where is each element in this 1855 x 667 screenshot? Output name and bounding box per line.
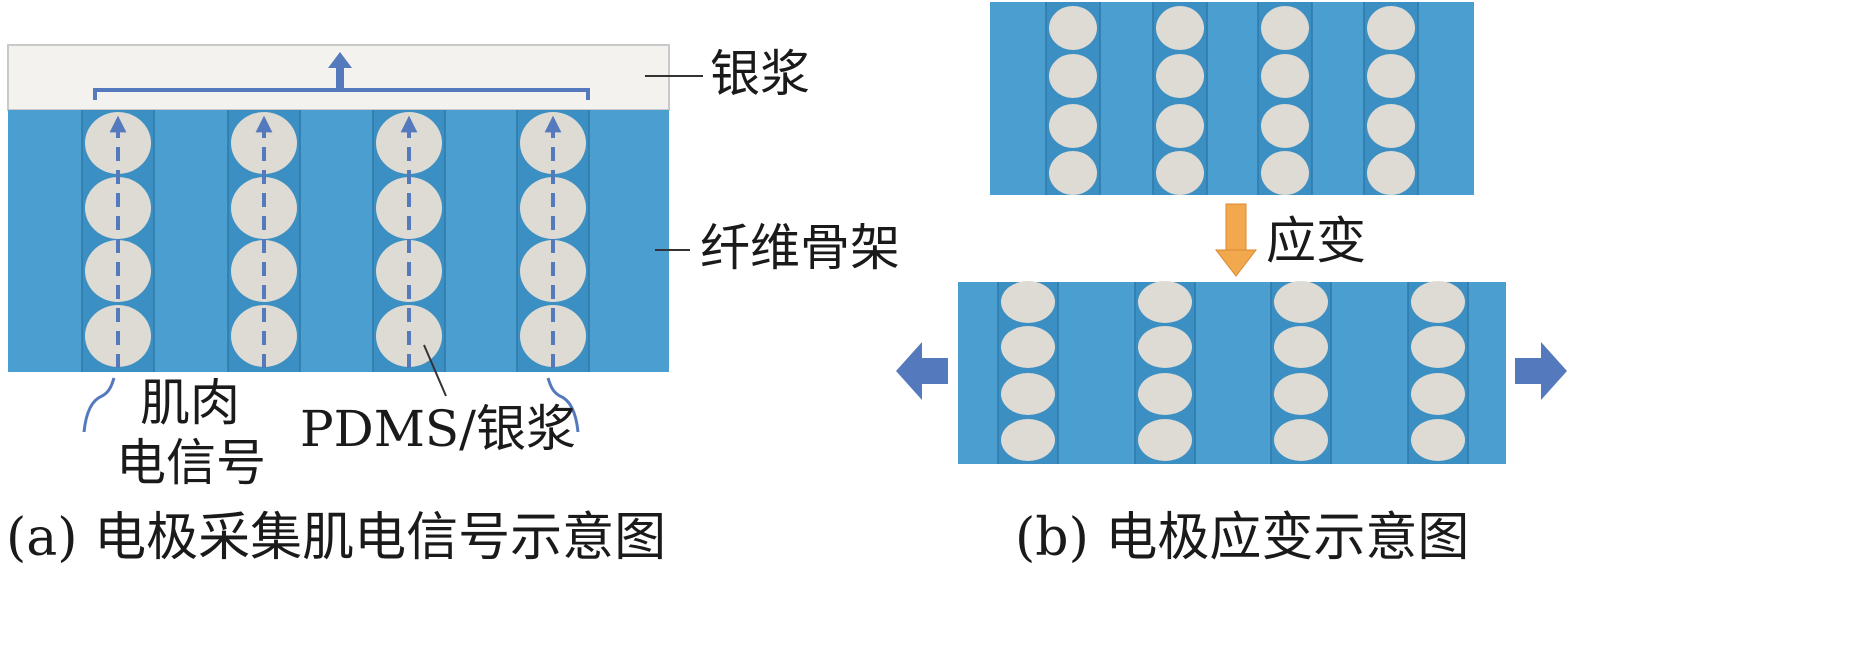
silver-particle [1001, 326, 1055, 368]
column-1 [997, 281, 1059, 464]
silver-particle [1156, 6, 1204, 50]
silver-particle [1367, 151, 1415, 195]
silver-paste-label: 银浆 [710, 45, 810, 103]
column-1 [1045, 2, 1101, 195]
silver-particle [1138, 281, 1192, 323]
muscle-signal-wave-left [82, 377, 116, 433]
column-3 [1270, 281, 1332, 464]
silver-particle [231, 112, 297, 174]
silver-particle [1001, 373, 1055, 415]
silver-particle [376, 177, 442, 239]
pdms-silver-label: PDMS/银浆 [300, 400, 576, 458]
column-1 [81, 110, 155, 372]
muscle-signal-label-line1: 肌肉 [140, 374, 240, 432]
panel-a: 银浆 纤维骨架 肌肉 电信号 PDMS/银浆 (a) 电极采集肌电信号示意图 [6, 44, 900, 568]
silver-particle [1367, 54, 1415, 98]
silver-particle [1411, 281, 1465, 323]
column-2 [1152, 2, 1208, 195]
silver-particle [376, 112, 442, 174]
silver-particle [1261, 6, 1309, 50]
silver-particle [1367, 104, 1415, 148]
column-4 [516, 110, 590, 372]
silver-particle [1049, 151, 1097, 195]
panel-b: 应变 (b) 电极应变示意图 [896, 2, 1567, 568]
silver-particle [85, 177, 151, 239]
column-2 [227, 110, 301, 372]
panel-a-caption: (a) 电极采集肌电信号示意图 [6, 508, 666, 568]
silver-particle [231, 177, 297, 239]
silver-particle [1156, 104, 1204, 148]
column-3 [372, 110, 446, 372]
collector-up-arrow [328, 52, 352, 90]
stretch-right-arrow [1515, 342, 1567, 400]
fiber-skeleton-label: 纤维骨架 [700, 219, 900, 277]
pdms-silver-columns [81, 110, 590, 372]
silver-particle [1274, 326, 1328, 368]
silver-particle [1138, 326, 1192, 368]
muscle-signal-label-line2: 电信号 [116, 434, 266, 492]
silver-particle [1411, 419, 1465, 461]
silver-particle [1411, 373, 1465, 415]
silver-particle [1261, 104, 1309, 148]
strain-arrow [1214, 203, 1258, 277]
silver-particle [1138, 419, 1192, 461]
silver-particle [85, 112, 151, 174]
stretch-left-arrow [896, 342, 948, 400]
columns-before-strain [1045, 2, 1419, 195]
silver-particle [1001, 419, 1055, 461]
strain-label: 应变 [1266, 212, 1366, 270]
silver-particle [1001, 281, 1055, 323]
column-4 [1407, 281, 1469, 464]
silver-particle [1367, 6, 1415, 50]
silver-particle [1261, 151, 1309, 195]
silver-particle [1049, 54, 1097, 98]
silver-particle [1138, 373, 1192, 415]
silver-particle [520, 112, 586, 174]
silver-particle [1156, 54, 1204, 98]
silver-particle [1156, 151, 1204, 195]
silver-particle [520, 177, 586, 239]
silver-particle [1049, 104, 1097, 148]
silver-particle [1274, 373, 1328, 415]
silver-particle [1411, 326, 1465, 368]
muscle-signal-wave-right [546, 377, 580, 433]
silver-particle [1261, 54, 1309, 98]
column-4 [1363, 2, 1419, 195]
panel-b-caption: (b) 电极应变示意图 [1015, 508, 1469, 568]
column-3 [1257, 2, 1313, 195]
pdms-silver-leader [423, 344, 447, 397]
column-2 [1134, 281, 1196, 464]
silver-particle [1274, 419, 1328, 461]
columns-after-strain [997, 281, 1469, 464]
silver-particle [1274, 281, 1328, 323]
silver-particle [1049, 6, 1097, 50]
